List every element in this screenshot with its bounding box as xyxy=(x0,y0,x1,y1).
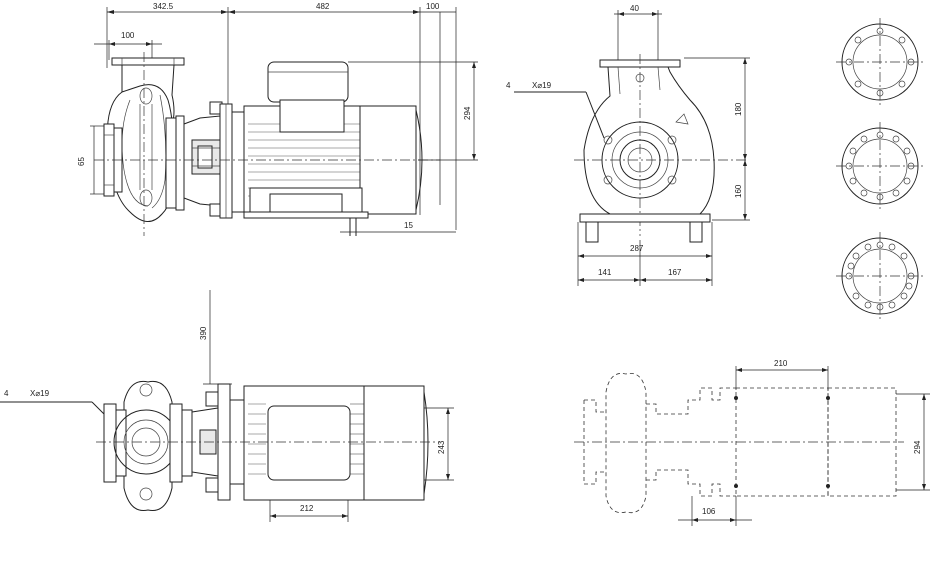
top-hole-size: X⌀19 xyxy=(30,389,50,398)
dim-front-total-right: 482 xyxy=(316,2,330,11)
top-hole-count: 4 xyxy=(4,389,9,398)
top-view: 390 4 X⌀19 xyxy=(0,290,454,522)
dim-side-right-width: 167 xyxy=(668,268,682,277)
flange-variants xyxy=(836,18,924,320)
side-hole-size: X⌀19 xyxy=(532,81,552,90)
dim-side-left-width: 141 xyxy=(598,268,612,277)
dim-front-right-offset: 100 xyxy=(426,2,440,11)
dim-front-inlet-dia: 65 xyxy=(77,157,86,166)
flange-12-hole xyxy=(836,122,924,210)
dim-top-foot-width: 212 xyxy=(300,504,314,513)
dim-outline-bottom-width: 106 xyxy=(702,507,716,516)
dim-side-base-width: 287 xyxy=(630,244,644,253)
outline-view: 210 294 106 xyxy=(574,359,930,526)
flange-8-hole xyxy=(836,18,924,106)
dim-side-upper-height: 180 xyxy=(734,102,743,116)
dim-front-height-right: 294 xyxy=(463,106,472,120)
dim-side-top-width: 40 xyxy=(630,4,639,13)
dim-outline-right-height: 294 xyxy=(913,440,922,454)
side-hole-count: 4 xyxy=(506,81,511,90)
front-view: 342.5 482 100 100 65 xyxy=(77,2,478,236)
dim-top-height-label: 390 xyxy=(199,326,208,340)
dim-front-flange-offset: 100 xyxy=(121,31,135,40)
dim-front-total-left: 342.5 xyxy=(153,2,174,11)
side-view: 40 4 X⌀19 180 xyxy=(506,4,750,286)
flange-16-hole xyxy=(836,232,924,320)
top-motor-fins xyxy=(248,403,364,475)
dim-top-motor-height: 243 xyxy=(437,440,446,454)
dim-front-foot-offset: 15 xyxy=(404,221,413,230)
dim-side-lower-height: 160 xyxy=(734,184,743,198)
dim-outline-top-width: 210 xyxy=(774,359,788,368)
